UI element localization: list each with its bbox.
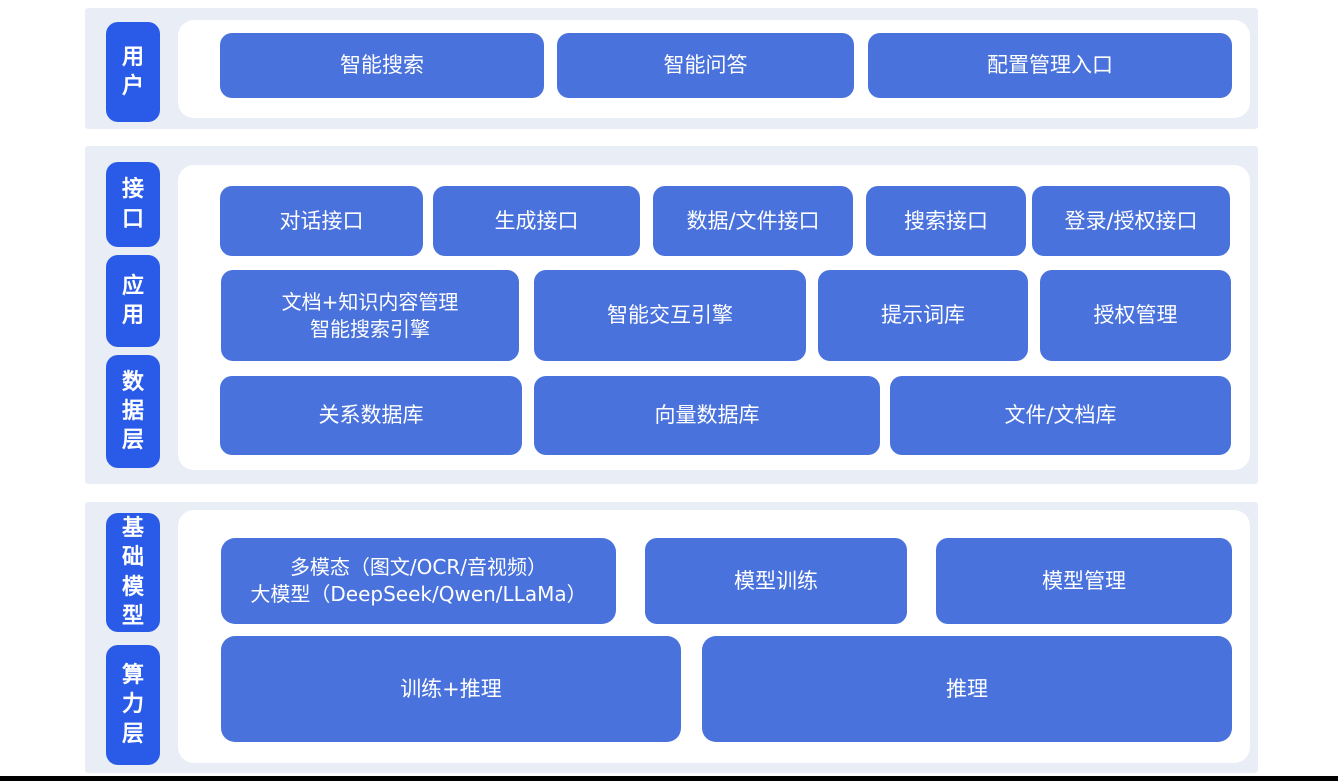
block-model-management: 模型管理 [936,538,1232,624]
block-search-interface: 搜索接口 [866,186,1026,256]
block-prompt-library: 提示词库 [818,270,1028,361]
block-inference: 推理 [702,636,1232,742]
layer-label-foundation-model: 基础模型 [106,513,160,632]
layer-label-user: 用户 [106,22,160,122]
block-login-auth-interface: 登录/授权接口 [1032,186,1230,256]
bottom-divider [0,776,1338,781]
layer-label-foundation-model-text: 基础模型 [121,516,144,629]
block-interactive-engine: 智能交互引擎 [534,270,806,361]
block-smart-qa: 智能问答 [557,33,854,98]
layer-label-compute: 算力层 [106,645,160,765]
layer-label-data: 数据层 [106,355,160,468]
block-relational-db: 关系数据库 [220,376,522,455]
block-model-training: 模型训练 [645,538,907,624]
block-training-inference: 训练+推理 [221,636,681,742]
block-auth-management: 授权管理 [1040,270,1231,361]
block-doc-knowledge-search-engine: 文档+知识内容管理 智能搜索引擎 [221,270,519,361]
block-smart-search: 智能搜索 [220,33,544,98]
layer-label-interface: 接口 [106,162,160,247]
block-config-entry: 配置管理入口 [868,33,1232,98]
layer-label-user-text: 用户 [121,44,144,99]
layer-label-application-text: 应用 [121,273,144,328]
block-generation-interface: 生成接口 [433,186,640,256]
block-file-doc-store: 文件/文档库 [890,376,1231,455]
layer-label-application: 应用 [106,255,160,347]
block-dialog-interface: 对话接口 [220,186,423,256]
layer-label-data-text: 数据层 [121,369,144,454]
layer-label-interface-text: 接口 [121,177,144,232]
block-multimodal-llm: 多模态（图文/OCR/音视频） 大模型（DeepSeek/Qwen/LLaMa） [221,538,616,624]
block-vector-db: 向量数据库 [534,376,880,455]
layer-label-compute-text: 算力层 [121,663,144,747]
block-data-file-interface: 数据/文件接口 [653,186,853,256]
